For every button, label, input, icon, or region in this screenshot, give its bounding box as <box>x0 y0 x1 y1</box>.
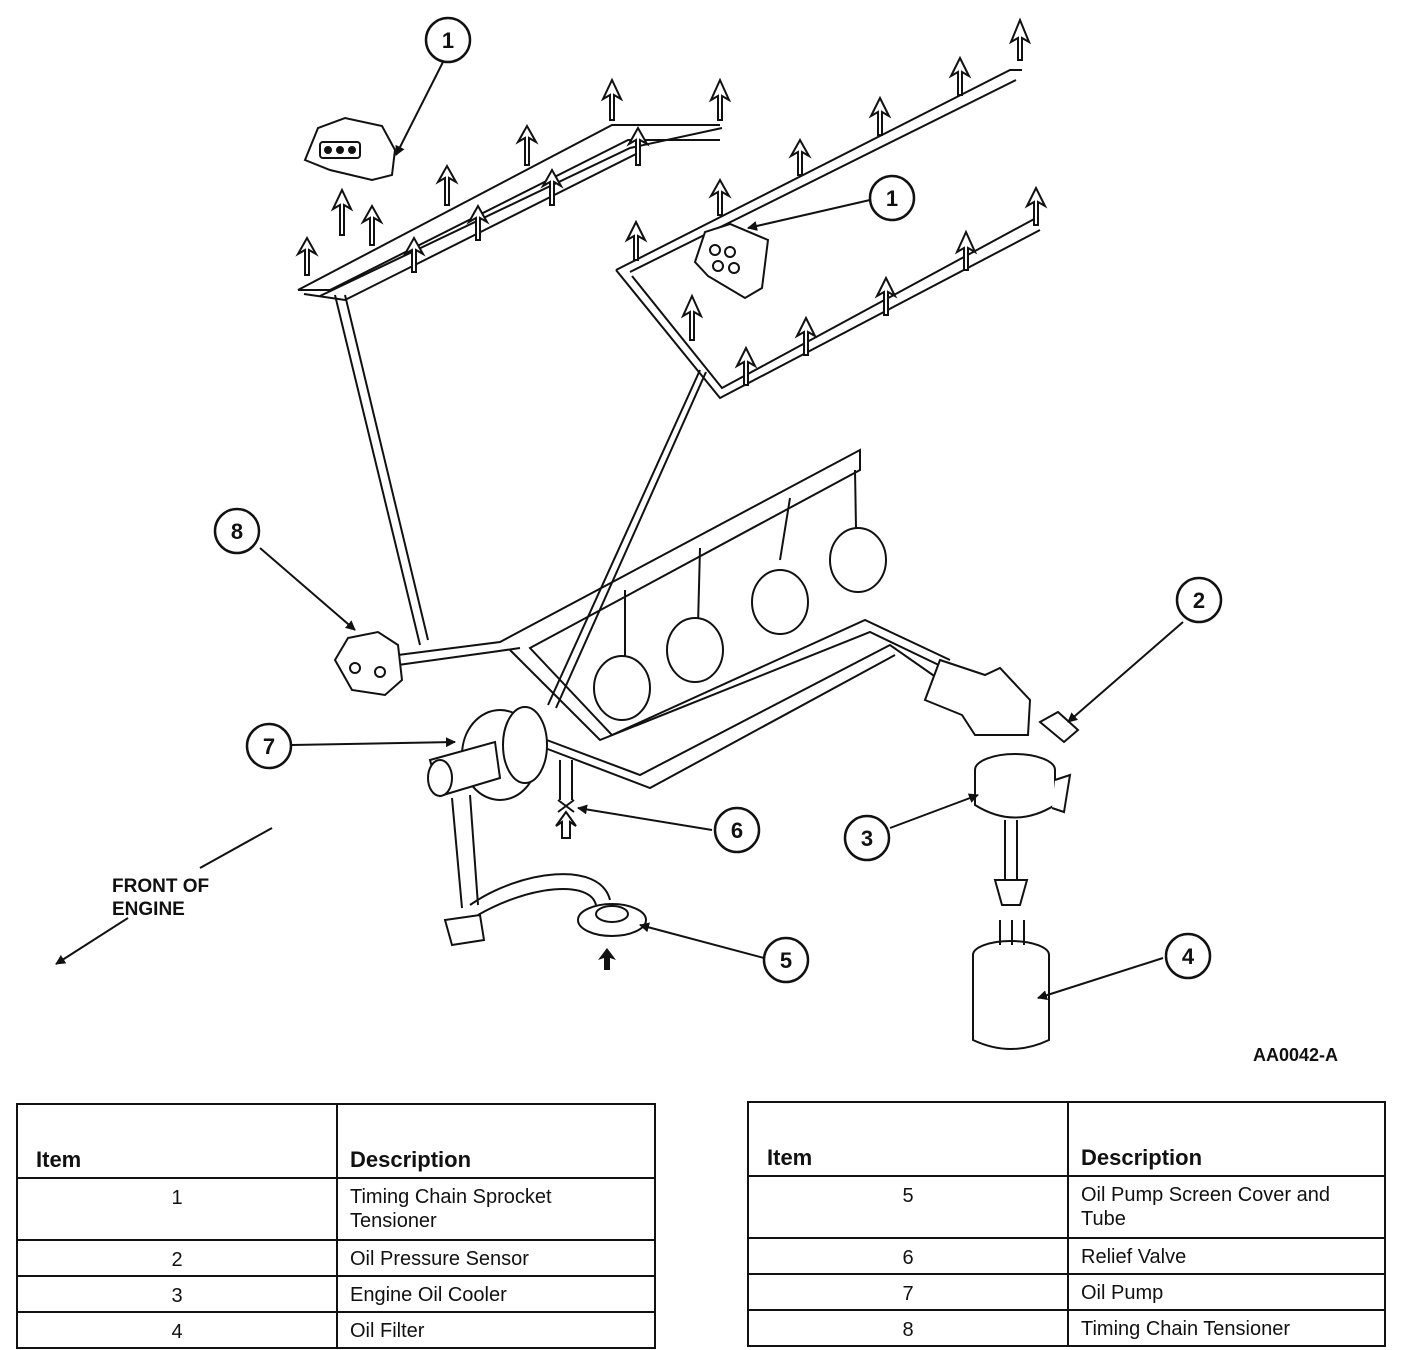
legend-item-number: 7 <box>747 1273 1069 1311</box>
legend-item-description: Oil Pump <box>1067 1273 1386 1311</box>
timing-chain-tensioner <box>333 630 404 697</box>
svg-text:8: 8 <box>231 519 243 544</box>
svg-text:2: 2 <box>1193 588 1205 613</box>
table-row: 6 Relief Valve <box>747 1237 1386 1275</box>
oil-filter-adapter <box>923 658 1032 736</box>
table-row: 2 Oil Pressure Sensor <box>16 1239 656 1277</box>
legend-header-item: Item <box>16 1103 338 1179</box>
front-of-engine-label-line2: ENGINE <box>112 899 185 920</box>
legend-header-item: Item <box>747 1101 1069 1177</box>
legend-item-description: Oil Filter <box>336 1311 656 1349</box>
table-row: 8 Timing Chain Tensioner <box>747 1309 1386 1347</box>
description-line: Engine Oil Cooler <box>350 1284 507 1306</box>
table-row: 5 Oil Pump Screen Cover and Tube <box>747 1175 1386 1239</box>
callout-5: 5 <box>762 936 810 984</box>
legend-item-number: 3 <box>16 1275 338 1313</box>
inlet-flow-arrow <box>598 948 616 970</box>
description-line: Tube <box>1081 1208 1126 1230</box>
description-line: Oil Pump <box>1081 1282 1164 1304</box>
description-line: Tensioner <box>350 1210 437 1232</box>
table-row: 4 Oil Filter <box>16 1311 656 1349</box>
table-row: 3 Engine Oil Cooler <box>16 1275 656 1313</box>
svg-text:5: 5 <box>780 948 792 973</box>
legend-table-left: Item Description 1 Timing Chain Sprocket… <box>16 1103 656 1349</box>
callout-1-top: 1 <box>424 16 472 64</box>
callout-3: 3 <box>843 814 891 862</box>
legend-item-number: 5 <box>747 1175 1069 1239</box>
legend-item-description: Oil Pump Screen Cover and Tube <box>1067 1175 1386 1239</box>
legend-item-number: 6 <box>747 1237 1069 1275</box>
legend-header-description: Description <box>336 1103 656 1179</box>
oil-pressure-sensor <box>1038 710 1080 744</box>
callout-4: 4 <box>1164 932 1212 980</box>
legend-item-description: Engine Oil Cooler <box>336 1275 656 1313</box>
left-head-outlet-arrows <box>295 77 732 276</box>
description-line: Oil Pressure Sensor <box>350 1248 529 1270</box>
legend-header-description: Description <box>1067 1101 1386 1177</box>
legend-item-number: 8 <box>747 1309 1069 1347</box>
callout-7: 7 <box>245 722 293 770</box>
legend-item-description: Timing Chain Tensioner <box>1067 1309 1386 1347</box>
right-head-oil-gallery <box>615 69 1041 400</box>
oil-pump-screen-and-tube <box>443 794 647 947</box>
callout-8: 8 <box>213 507 261 555</box>
left-head-oil-gallery <box>297 124 723 302</box>
table-row: 7 Oil Pump <box>747 1273 1386 1311</box>
svg-text:6: 6 <box>731 818 743 843</box>
svg-text:4: 4 <box>1182 944 1195 969</box>
engine-oil-cooler <box>974 753 1072 906</box>
description-line: Relief Valve <box>1081 1246 1187 1268</box>
svg-text:1: 1 <box>886 186 898 211</box>
legend-item-number: 4 <box>16 1311 338 1349</box>
main-oil-gallery <box>334 294 951 790</box>
right-head-outlet-arrows <box>624 17 1048 386</box>
front-of-engine-label-line1: FRONT OF <box>112 876 209 897</box>
main-bearings <box>593 527 887 721</box>
oil-flow-diagram: 1 1 2 3 4 5 6 7 8 FRONT OF ENGINE AA0042… <box>55 16 1338 1065</box>
legend-item-number: 2 <box>16 1239 338 1277</box>
relief-valve <box>555 760 577 839</box>
description-line: Oil Filter <box>350 1320 425 1342</box>
description-line: Timing Chain Tensioner <box>1081 1318 1290 1340</box>
callout-1-right: 1 <box>868 174 916 222</box>
oil-pump <box>427 706 548 801</box>
callout-2: 2 <box>1175 576 1223 624</box>
svg-text:1: 1 <box>442 28 454 53</box>
callout-6: 6 <box>713 806 761 854</box>
legend-item-number: 1 <box>16 1177 338 1241</box>
description-line: Oil Pump Screen Cover and <box>1081 1184 1331 1206</box>
figure-id: AA0042-A <box>1253 1045 1338 1065</box>
legend-item-description: Relief Valve <box>1067 1237 1386 1275</box>
timing-chain-sprocket-tensioner-right <box>693 222 770 300</box>
legend-item-description: Timing Chain Sprocket Tensioner <box>336 1177 656 1241</box>
table-row: 1 Timing Chain Sprocket Tensioner <box>16 1177 656 1241</box>
legend-item-description: Oil Pressure Sensor <box>336 1239 656 1277</box>
leader-lines <box>55 61 1184 1001</box>
svg-text:3: 3 <box>861 826 873 851</box>
timing-chain-sprocket-tensioner-left <box>303 116 397 182</box>
oil-filter <box>972 920 1050 1050</box>
legend-table-right: Item Description 5 Oil Pump Screen Cover… <box>747 1101 1386 1347</box>
description-line: Timing Chain Sprocket <box>350 1186 552 1208</box>
svg-text:7: 7 <box>263 734 275 759</box>
